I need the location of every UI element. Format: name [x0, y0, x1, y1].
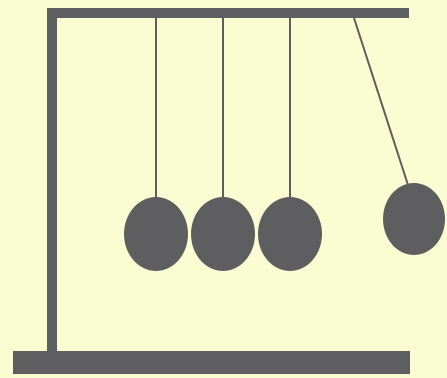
ball-2: [191, 197, 255, 271]
ball-4-swung: [383, 183, 445, 255]
ball-3: [258, 197, 322, 271]
frame-post: [47, 8, 57, 356]
ball-1: [124, 197, 188, 271]
frame-base: [13, 351, 410, 374]
frame-top-bar: [47, 8, 409, 18]
